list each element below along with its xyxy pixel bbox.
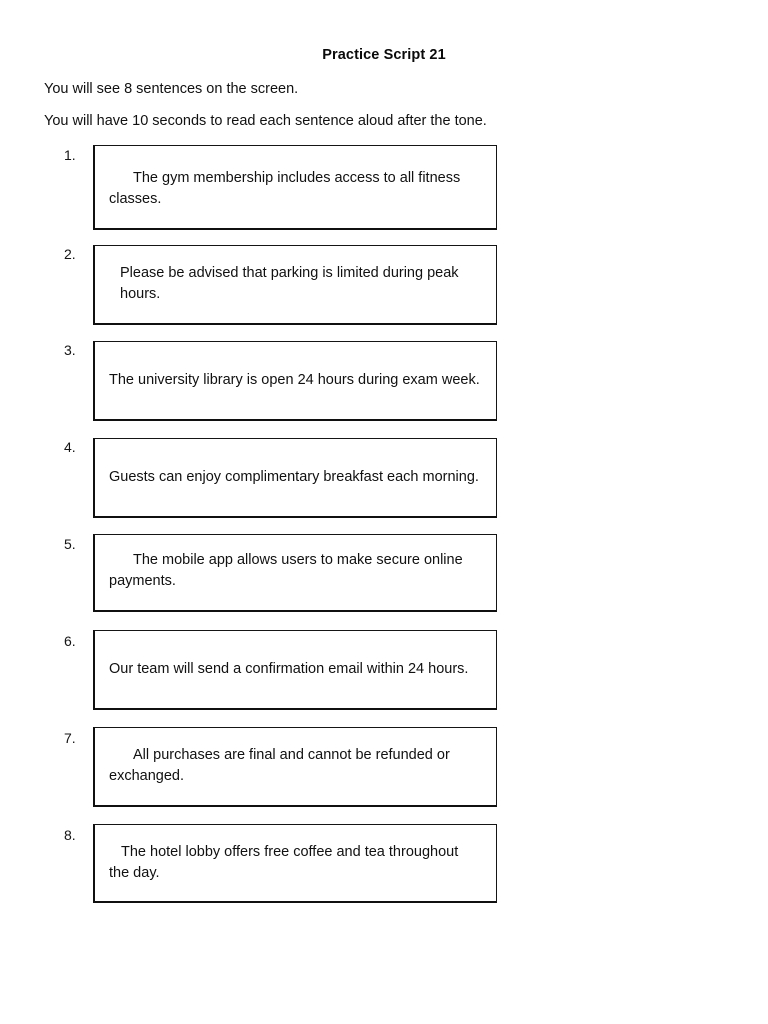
item-number: 7. [64,730,76,746]
sentence-box[interactable]: The gym membership includes access to al… [93,145,497,230]
sentence-text: The university library is open 24 hours … [109,372,480,388]
item-number: 3. [64,342,76,358]
sentence-box[interactable]: Please be advised that parking is limite… [93,245,497,325]
sentence-box[interactable]: All purchases are final and cannot be re… [93,727,497,807]
item-number: 8. [64,827,76,843]
sentence-text: Our team will send a confirmation email … [109,661,469,677]
sentence-text: All purchases are final and cannot be re… [109,747,450,784]
item-number: 5. [64,536,76,552]
sentence-text: Please be advised that parking is limite… [120,265,459,302]
item-number: 2. [64,246,76,262]
sentence-box[interactable]: Our team will send a confirmation email … [93,630,497,710]
sentence-text: The gym membership includes access to al… [109,170,461,207]
sentence-text: The mobile app allows users to make secu… [109,552,463,589]
intro-line-2: You will have 10 seconds to read each se… [44,113,487,129]
page-title: Practice Script 21 [0,47,768,63]
item-number: 4. [64,439,76,455]
intro-line-1: You will see 8 sentences on the screen. [44,81,299,97]
item-number: 6. [64,633,76,649]
sentence-text: Guests can enjoy complimentary breakfast… [109,469,479,485]
item-number: 1. [64,147,76,163]
sentence-text: The hotel lobby offers free coffee and t… [109,844,459,881]
sentence-box[interactable]: The mobile app allows users to make secu… [93,534,497,612]
sentence-box[interactable]: The university library is open 24 hours … [93,341,497,421]
sentence-box[interactable]: Guests can enjoy complimentary breakfast… [93,438,497,518]
page-title-text: Practice Script 21 [322,47,446,63]
sentence-box[interactable]: The hotel lobby offers free coffee and t… [93,824,497,903]
